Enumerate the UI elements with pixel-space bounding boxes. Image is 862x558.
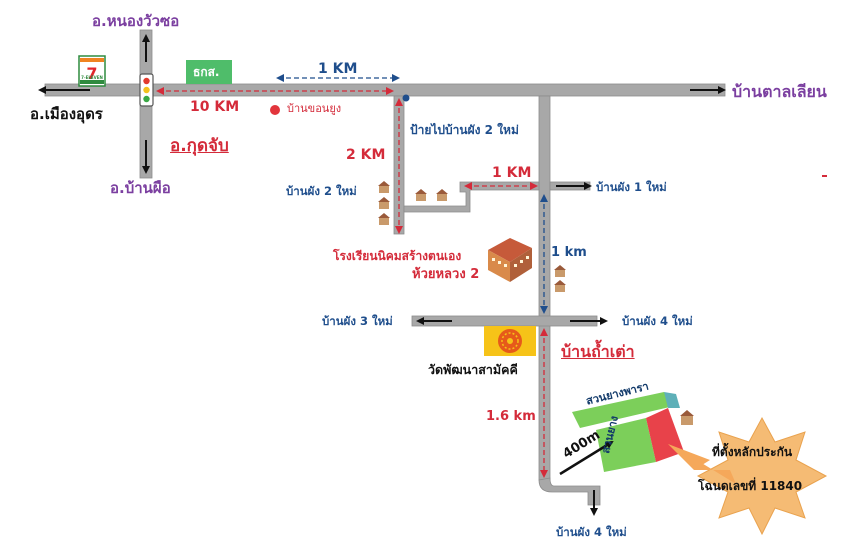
property-star bbox=[696, 416, 828, 536]
place-north: อ.หนองวัวซอ bbox=[92, 12, 180, 30]
sign-dot bbox=[402, 94, 410, 102]
village-dot bbox=[270, 105, 280, 115]
distance-1km-vertical: 1 km bbox=[551, 245, 587, 260]
house-icons bbox=[378, 181, 694, 425]
ban-phang-4-south-label: บ้านผัง 4 ใหม่ bbox=[556, 525, 627, 539]
sign-label: ป้ายไปบ้านผัง 2 ใหม่ bbox=[410, 123, 519, 137]
seven-eleven-logo: 7 bbox=[78, 55, 106, 87]
temple-label: วัดพัฒนาสามัคคี bbox=[428, 362, 518, 377]
house-icon bbox=[378, 181, 390, 193]
house-icon bbox=[378, 197, 390, 209]
school-label-line2: ห้วยหลวง 2 bbox=[412, 267, 480, 282]
village-khon-yung-label: บ้านขอนยูง bbox=[287, 102, 342, 115]
place-east: บ้านตาลเลียน bbox=[732, 82, 827, 101]
distance-1km-top: 1 KM bbox=[318, 61, 358, 77]
seven-eleven-text: 7-ELEVEN bbox=[81, 75, 103, 80]
svg-text:7: 7 bbox=[86, 64, 97, 83]
plot-para-rubber bbox=[572, 392, 674, 428]
distance-1km-mid: 1 KM bbox=[492, 165, 532, 181]
school-label-line1: โรงเรียนนิคมสร้างตนเอง bbox=[333, 249, 462, 263]
temple-icon bbox=[484, 326, 536, 356]
marker-line1: ที่ตั้งหลักประกัน bbox=[712, 445, 793, 459]
distance-1-6km: 1.6 km bbox=[486, 409, 536, 424]
district-label: อ.กุดจับ bbox=[170, 136, 229, 156]
house-icon bbox=[554, 265, 566, 277]
bank-label: ธกส. bbox=[193, 65, 220, 79]
plantation-plots bbox=[572, 392, 684, 472]
pointer-arrow bbox=[668, 444, 736, 484]
ban-phang-4-east-label: บ้านผัง 4 ใหม่ bbox=[622, 314, 693, 328]
place-west: อ.เมืองอุดร bbox=[30, 105, 103, 123]
bank-box bbox=[186, 60, 232, 84]
distance-lines bbox=[156, 74, 548, 478]
ban-phang-3-label: บ้านผัง 3 ใหม่ bbox=[322, 314, 393, 328]
direction-arrows bbox=[38, 34, 726, 516]
traffic-light-icon bbox=[139, 73, 154, 107]
distance-10km: 10 KM bbox=[190, 99, 240, 115]
ban-phang-2-label: บ้านผัง 2 ใหม่ bbox=[286, 184, 357, 198]
ban-tham-tao-label: บ้านถ้ำเต่า bbox=[561, 342, 635, 361]
arrow-400m bbox=[559, 440, 614, 476]
school-building-icon bbox=[488, 238, 532, 282]
ban-phang-1-label: บ้านผัง 1 ใหม่ bbox=[596, 180, 667, 194]
house-icon bbox=[554, 280, 566, 292]
place-south: อ.บ้านผือ bbox=[110, 179, 171, 197]
marker-line2: โฉนดเลขที่ 11840 bbox=[698, 479, 803, 493]
plot-edge bbox=[664, 392, 680, 408]
distance-2km: 2 KM bbox=[346, 147, 386, 163]
house-icon bbox=[436, 189, 448, 201]
plot-rubber bbox=[596, 418, 656, 472]
road-south-bend bbox=[538, 477, 601, 506]
house-icon bbox=[680, 410, 694, 425]
house-icon bbox=[378, 213, 390, 225]
house-icon bbox=[415, 189, 427, 201]
